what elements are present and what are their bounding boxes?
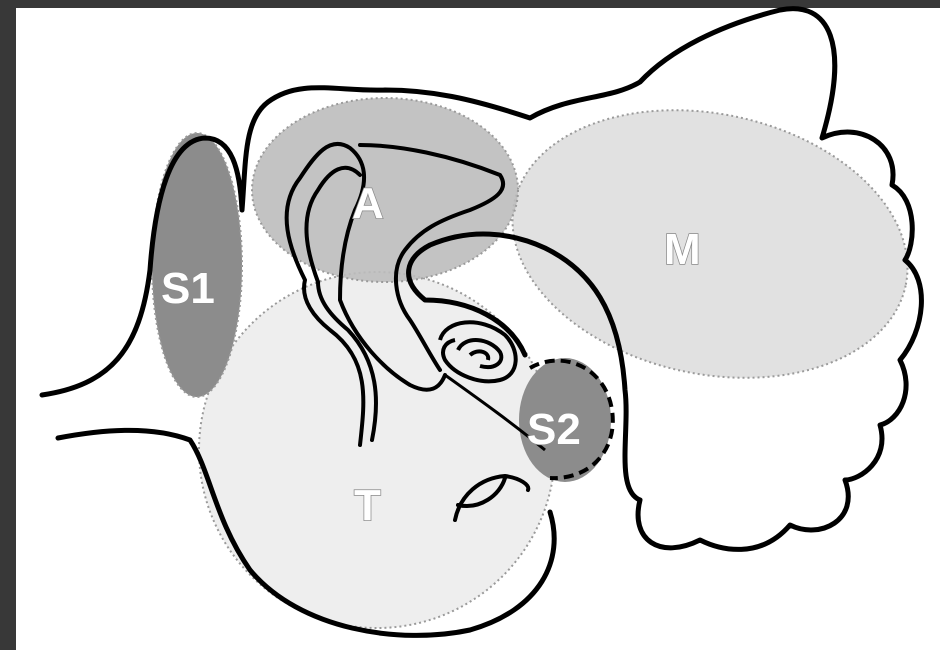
label-s2: S2 [527,405,581,454]
label-m: M [664,225,701,274]
label-s1: S1 [161,264,215,313]
label-a: A [352,179,384,228]
label-t: T [354,481,381,530]
